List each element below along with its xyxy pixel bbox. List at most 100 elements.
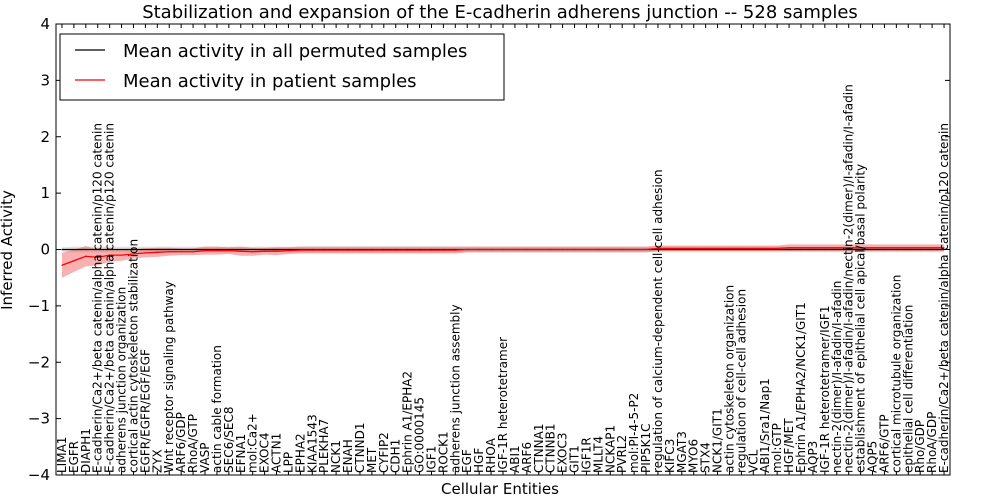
data-point (132, 253, 135, 255)
y-tick-label: 2 (40, 128, 50, 146)
data-point (681, 248, 683, 251)
x-category-label: ARF6 (520, 442, 534, 473)
data-point (442, 249, 444, 251)
y-tick-label: 3 (40, 71, 50, 89)
x-category-label: IGF1R (579, 437, 593, 473)
data-point (812, 248, 814, 251)
data-point (669, 248, 671, 251)
data-point (120, 254, 123, 256)
data-point (919, 247, 921, 249)
data-point (264, 250, 266, 252)
data-point (657, 247, 659, 249)
x-category-label: adherens junction assembly (448, 304, 462, 473)
x-category-label: VCL (746, 449, 760, 473)
data-point (371, 249, 373, 251)
data-point (156, 251, 158, 253)
data-point (633, 248, 635, 251)
data-point (800, 247, 802, 249)
data-point (466, 248, 468, 251)
x-category-label: VASP (198, 442, 212, 473)
x-category-label: mol:GTP (770, 423, 784, 473)
data-point (895, 248, 897, 251)
data-point (407, 249, 409, 251)
x-category-label: regulation of cell-cell adhesion (734, 289, 748, 473)
x-category-label: GIT1 (568, 445, 582, 473)
x-category-label: MYO6 (687, 439, 701, 473)
x-category-label: nectin-2(dimer)/I-afadin/I-afadin/nectin… (842, 84, 856, 473)
data-point (192, 251, 194, 253)
data-point (216, 250, 218, 252)
data-point (311, 249, 313, 251)
data-point (275, 250, 278, 252)
data-point (752, 248, 754, 251)
data-point (907, 248, 909, 251)
x-category-label: HGF/MET (782, 418, 796, 473)
x-category-label: IGF-1R heterotetramer (496, 337, 510, 473)
data-point (562, 248, 564, 251)
data-point (788, 247, 790, 249)
x-category-label: EGF (460, 449, 474, 473)
x-category-label: AQP3 (806, 441, 820, 473)
data-point (73, 248, 75, 251)
data-point (156, 248, 158, 251)
data-point (597, 248, 599, 251)
data-point (359, 249, 361, 251)
x-category-label: CDH1 (389, 439, 403, 473)
x-category-label: cortical actin cytoskeleton stabilizatio… (126, 239, 140, 473)
data-point (180, 251, 182, 253)
y-tick-label: −4 (28, 466, 50, 484)
data-point (61, 248, 63, 251)
data-point (144, 252, 146, 254)
data-point (812, 247, 814, 249)
x-category-label: GO:0000145 (413, 397, 427, 473)
x-category-label: PLEKHA7 (317, 419, 331, 473)
data-point (97, 256, 99, 258)
data-point (764, 247, 766, 249)
x-category-label: DIAPH1 (79, 428, 93, 473)
data-point (776, 248, 778, 251)
data-point (502, 248, 504, 251)
data-point (61, 264, 63, 266)
data-point (609, 248, 611, 251)
data-point (180, 248, 182, 251)
data-point (204, 250, 206, 252)
data-point (120, 248, 123, 251)
data-point (395, 249, 397, 251)
data-point (550, 248, 552, 251)
data-point (764, 248, 766, 251)
legend-box (59, 33, 505, 101)
y-tick-label: 4 (40, 15, 50, 33)
x-category-label: Ephrin A1/EPHA2 (401, 371, 415, 473)
x-category-label: RhoA/GTP (186, 414, 200, 473)
data-point (824, 248, 826, 251)
data-point (895, 247, 897, 249)
data-point (943, 248, 945, 251)
data-point (681, 247, 683, 249)
y-tick-label: −3 (28, 410, 50, 428)
x-category-label: nectin-2(dimer)/I-afadin/I-afadin (830, 281, 844, 473)
data-point (144, 248, 146, 251)
data-point (538, 248, 540, 251)
data-point (752, 247, 754, 249)
x-category-label: RhoA/GDP (925, 412, 939, 473)
data-point (109, 254, 111, 256)
data-point (73, 260, 75, 262)
chart-title: Stabilization and expansion of the E-cad… (142, 2, 858, 23)
data-point (705, 247, 707, 249)
legend-label-patient: Mean activity in patient samples (123, 71, 417, 92)
data-point (776, 247, 778, 249)
data-point (287, 248, 290, 251)
data-point (526, 248, 528, 251)
data-point (85, 255, 87, 257)
x-category-label: epithelial cell differentiation (901, 305, 915, 473)
data-point (216, 248, 218, 251)
legend-label-permuted: Mean activity in all permuted samples (123, 41, 467, 62)
x-category-label: CTNND1 (353, 422, 367, 473)
data-point (740, 248, 743, 251)
x-category-label: MGAT3 (675, 431, 689, 473)
y-tick-label: 0 (40, 241, 50, 259)
x-category-label: ZYX (150, 449, 164, 473)
x-category-label: Rho/GDP (913, 420, 927, 473)
data-point (323, 249, 325, 251)
